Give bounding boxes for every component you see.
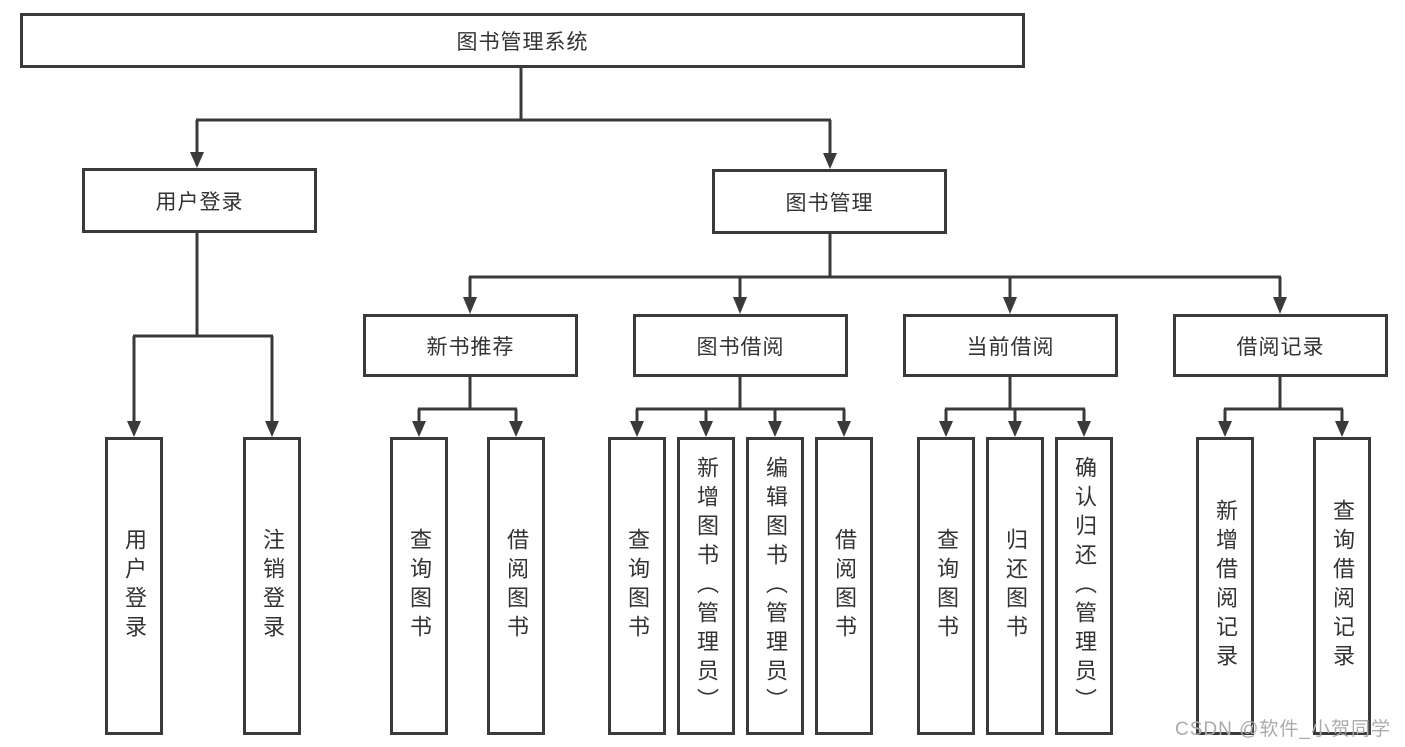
leaf-confirm-return-admin: 确认归还（管理员） <box>1055 437 1113 735</box>
leaf-recommend-borrow-books: 借阅图书 <box>487 437 545 735</box>
node-book-management: 图书管理 <box>712 169 947 234</box>
leaf-borrow-books: 借阅图书 <box>815 437 873 735</box>
leaf-borrow-query-books: 查询图书 <box>608 437 666 735</box>
node-user-login: 用户登录 <box>82 168 317 233</box>
leaf-add-books-admin: 新增图书（管理员） <box>677 437 735 735</box>
leaf-logout: 注销登录 <box>243 437 301 735</box>
leaf-edit-books-admin: 编辑图书（管理员） <box>746 437 804 735</box>
leaf-return-books: 归还图书 <box>986 437 1044 735</box>
node-current-borrow: 当前借阅 <box>903 314 1118 377</box>
node-root: 图书管理系统 <box>20 13 1025 68</box>
leaf-user-login: 用户登录 <box>105 437 163 735</box>
leaf-query-borrow-record: 查询借阅记录 <box>1313 437 1371 735</box>
node-borrow-records: 借阅记录 <box>1173 314 1388 377</box>
leaf-add-borrow-record: 新增借阅记录 <box>1196 437 1254 735</box>
node-book-borrow: 图书借阅 <box>633 314 848 377</box>
node-new-book-recommend: 新书推荐 <box>363 314 578 377</box>
leaf-current-query-books: 查询图书 <box>917 437 975 735</box>
csdn-watermark: CSDN @软件_小贺同学 <box>1175 719 1391 740</box>
arrowheads <box>127 152 1349 437</box>
leaf-recommend-query-books: 查询图书 <box>390 437 448 735</box>
